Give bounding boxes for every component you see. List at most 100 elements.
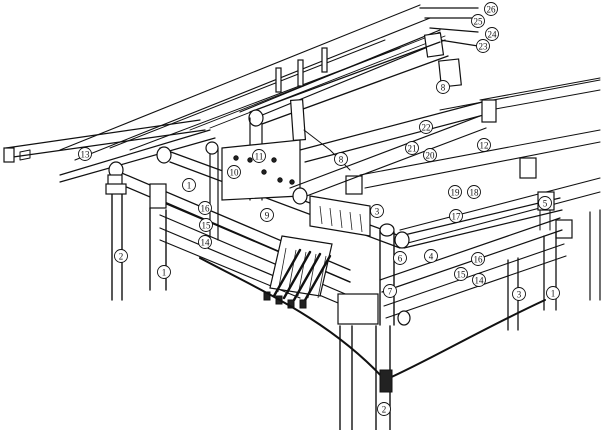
callout-8: 8 <box>436 80 450 94</box>
callout-circle <box>512 287 526 301</box>
callout-number: 23 <box>479 42 489 52</box>
callout-2: 2 <box>114 249 128 263</box>
callout-circle <box>424 249 438 263</box>
callout-number: 16 <box>201 204 211 214</box>
callout-4: 4 <box>424 249 438 263</box>
callout-8: 8 <box>334 152 348 166</box>
callout-number: 1 <box>551 289 556 299</box>
callout-14: 14 <box>472 273 486 287</box>
callout-number: 26 <box>487 5 497 15</box>
callout-15: 15 <box>454 267 468 281</box>
callout-number: 5 <box>543 199 548 209</box>
callout-circle <box>334 152 348 166</box>
callout-22: 22 <box>419 120 433 134</box>
callout-number: 3 <box>517 290 522 300</box>
callout-number: 16 <box>474 255 484 265</box>
callout-19: 19 <box>448 185 462 199</box>
callout-15: 15 <box>199 218 213 232</box>
callout-12: 12 <box>477 138 491 152</box>
callout-circle <box>260 208 274 222</box>
callout-7: 7 <box>383 284 397 298</box>
callout-number: 1 <box>162 268 167 278</box>
callout-number: 4 <box>429 252 434 262</box>
eave-beam <box>3 119 216 183</box>
callout-number: 6 <box>398 254 403 264</box>
callout-6: 6 <box>393 251 407 265</box>
callout-1: 1 <box>546 286 560 300</box>
callout-circle <box>423 148 437 162</box>
callout-number: 14 <box>201 238 211 248</box>
callout-number: 7 <box>388 287 393 297</box>
callout-16: 16 <box>198 201 212 215</box>
callout-circle <box>546 286 560 300</box>
callout-circle <box>199 218 213 232</box>
callout-14: 14 <box>198 235 212 249</box>
callout-11: 11 <box>252 149 266 163</box>
callout-number: 2 <box>382 405 387 415</box>
callout-25: 25 <box>471 14 485 28</box>
callout-circle <box>476 39 490 53</box>
callout-17: 17 <box>449 209 463 223</box>
callout-26: 26 <box>484 2 498 16</box>
callout-16: 16 <box>471 252 485 266</box>
middle-beam <box>289 115 487 237</box>
callout-labels: 1112233456788910111213141415151616171819… <box>78 2 560 416</box>
callout-number: 21 <box>408 144 417 154</box>
callout-18: 18 <box>467 185 481 199</box>
callout-circle <box>419 120 433 134</box>
callout-20: 20 <box>423 148 437 162</box>
callout-1: 1 <box>157 265 171 279</box>
callout-circle <box>383 284 397 298</box>
callout-circle <box>477 138 491 152</box>
callout-1: 1 <box>182 178 196 192</box>
ridge-purlins <box>419 7 479 88</box>
callout-number: 9 <box>265 211 270 221</box>
callout-circle <box>198 201 212 215</box>
callout-number: 12 <box>480 141 489 151</box>
callout-23: 23 <box>476 39 490 53</box>
bolted-bracket <box>205 139 301 241</box>
callout-number: 19 <box>451 188 461 198</box>
right-front-beams <box>379 197 567 326</box>
callout-circle <box>377 402 391 416</box>
callout-circle <box>484 2 498 16</box>
callout-number: 20 <box>426 151 436 161</box>
callout-circle <box>393 251 407 265</box>
callout-number: 15 <box>202 221 212 231</box>
callout-number: 17 <box>452 212 462 222</box>
callout-circle <box>454 267 468 281</box>
callout-21: 21 <box>405 141 419 155</box>
callout-circle <box>471 14 485 28</box>
callout-circle <box>252 149 266 163</box>
callout-circle <box>471 252 485 266</box>
callout-number: 2 <box>119 252 124 262</box>
callout-circle <box>538 196 552 210</box>
callout-2: 2 <box>377 402 391 416</box>
callout-circle <box>405 141 419 155</box>
callout-number: 8 <box>339 155 344 165</box>
callout-circle <box>78 147 92 161</box>
callout-circle <box>448 185 462 199</box>
callout-number: 25 <box>474 17 484 27</box>
callout-circle <box>182 178 196 192</box>
callout-circle <box>227 165 241 179</box>
callout-3: 3 <box>512 287 526 301</box>
callout-circle <box>472 273 486 287</box>
roof-posts <box>275 47 328 142</box>
callout-circle <box>198 235 212 249</box>
callout-10: 10 <box>227 165 241 179</box>
callout-number: 24 <box>488 30 498 40</box>
callout-circle <box>114 249 128 263</box>
corner-post <box>199 223 546 430</box>
callout-3: 3 <box>370 204 384 218</box>
bracket-set <box>263 235 333 309</box>
callout-circle <box>370 204 384 218</box>
callout-13: 13 <box>78 147 92 161</box>
callout-number: 15 <box>457 270 467 280</box>
callout-circle <box>449 209 463 223</box>
callout-circle <box>436 80 450 94</box>
callout-24: 24 <box>485 27 499 41</box>
callout-number: 22 <box>422 123 431 133</box>
